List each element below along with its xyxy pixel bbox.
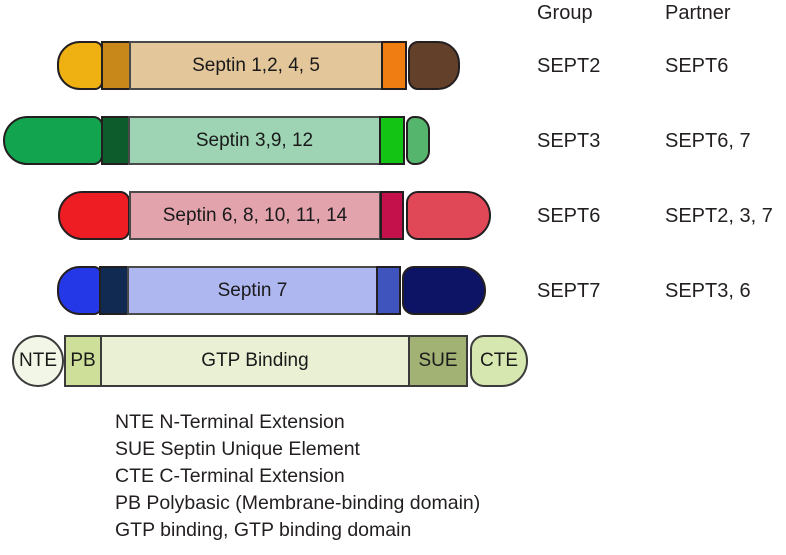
partner-value-row3: SEPT2, 3, 7 bbox=[665, 205, 773, 227]
partner-value-row2: SEPT6, 7 bbox=[665, 130, 751, 152]
septin-row3-label: Septin 6, 8, 10, 11, 14 bbox=[162, 204, 348, 226]
gtp-binding-segment-row2: Septin 3,9, 12 bbox=[128, 116, 381, 165]
partner-value-row4: SEPT3, 6 bbox=[665, 280, 751, 302]
cte-segment-row3 bbox=[406, 191, 491, 240]
cte-segment-row4 bbox=[402, 266, 486, 315]
group-value-row4: SEPT7 bbox=[537, 280, 601, 302]
septin-row4-label: Septin 7 bbox=[217, 279, 288, 301]
sue-segment-row4 bbox=[376, 266, 401, 315]
partner-value-row1: SEPT6 bbox=[665, 55, 729, 77]
sue-segment-row2 bbox=[379, 116, 405, 165]
key-cte-label: CTE bbox=[480, 350, 518, 371]
legend-line-cte: CTE C-Terminal Extension bbox=[115, 465, 345, 487]
key-cte-segment: CTE bbox=[470, 335, 528, 387]
nte-segment-row4 bbox=[57, 266, 102, 315]
key-nte-segment: NTE bbox=[12, 335, 64, 387]
group-value-row3: SEPT6 bbox=[537, 205, 601, 227]
legend-line-gtp: GTP binding, GTP binding domain bbox=[115, 519, 412, 541]
column-header-group: Group bbox=[537, 2, 593, 24]
nte-segment-row2 bbox=[3, 116, 103, 165]
pb-segment-row1 bbox=[101, 41, 131, 90]
nte-segment-row1 bbox=[57, 41, 103, 90]
septin-row1-label: Septin 1,2, 4, 5 bbox=[192, 54, 320, 76]
legend-line-sue: SUE Septin Unique Element bbox=[115, 438, 360, 460]
key-pb-segment: PB bbox=[64, 335, 102, 387]
gtp-binding-segment-row1: Septin 1,2, 4, 5 bbox=[129, 41, 383, 90]
column-header-partner: Partner bbox=[665, 2, 731, 24]
key-pb-label: PB bbox=[70, 350, 96, 371]
septin-row2-label: Septin 3,9, 12 bbox=[195, 129, 314, 151]
nte-segment-row3 bbox=[58, 191, 130, 240]
key-gtp-segment: GTP Binding bbox=[100, 335, 410, 387]
key-sue-segment: SUE bbox=[408, 335, 468, 387]
sue-segment-row3 bbox=[380, 191, 404, 240]
key-nte-label: NTE bbox=[19, 350, 57, 371]
group-value-row1: SEPT2 bbox=[537, 55, 601, 77]
cte-segment-row2 bbox=[406, 116, 430, 165]
pb-segment-row4 bbox=[99, 266, 129, 315]
group-value-row2: SEPT3 bbox=[537, 130, 601, 152]
gtp-binding-segment-row3: Septin 6, 8, 10, 11, 14 bbox=[129, 191, 381, 240]
pb-segment-row2 bbox=[101, 116, 130, 165]
gtp-binding-segment-row4: Septin 7 bbox=[127, 266, 378, 315]
sue-segment-row1 bbox=[381, 41, 407, 90]
key-gtp-label: GTP Binding bbox=[201, 350, 309, 371]
legend-line-pb: PB Polybasic (Membrane-binding domain) bbox=[115, 492, 481, 514]
key-sue-label: SUE bbox=[418, 350, 458, 371]
cte-segment-row1 bbox=[408, 41, 460, 90]
legend-line-nte: NTE N-Terminal Extension bbox=[115, 411, 345, 433]
